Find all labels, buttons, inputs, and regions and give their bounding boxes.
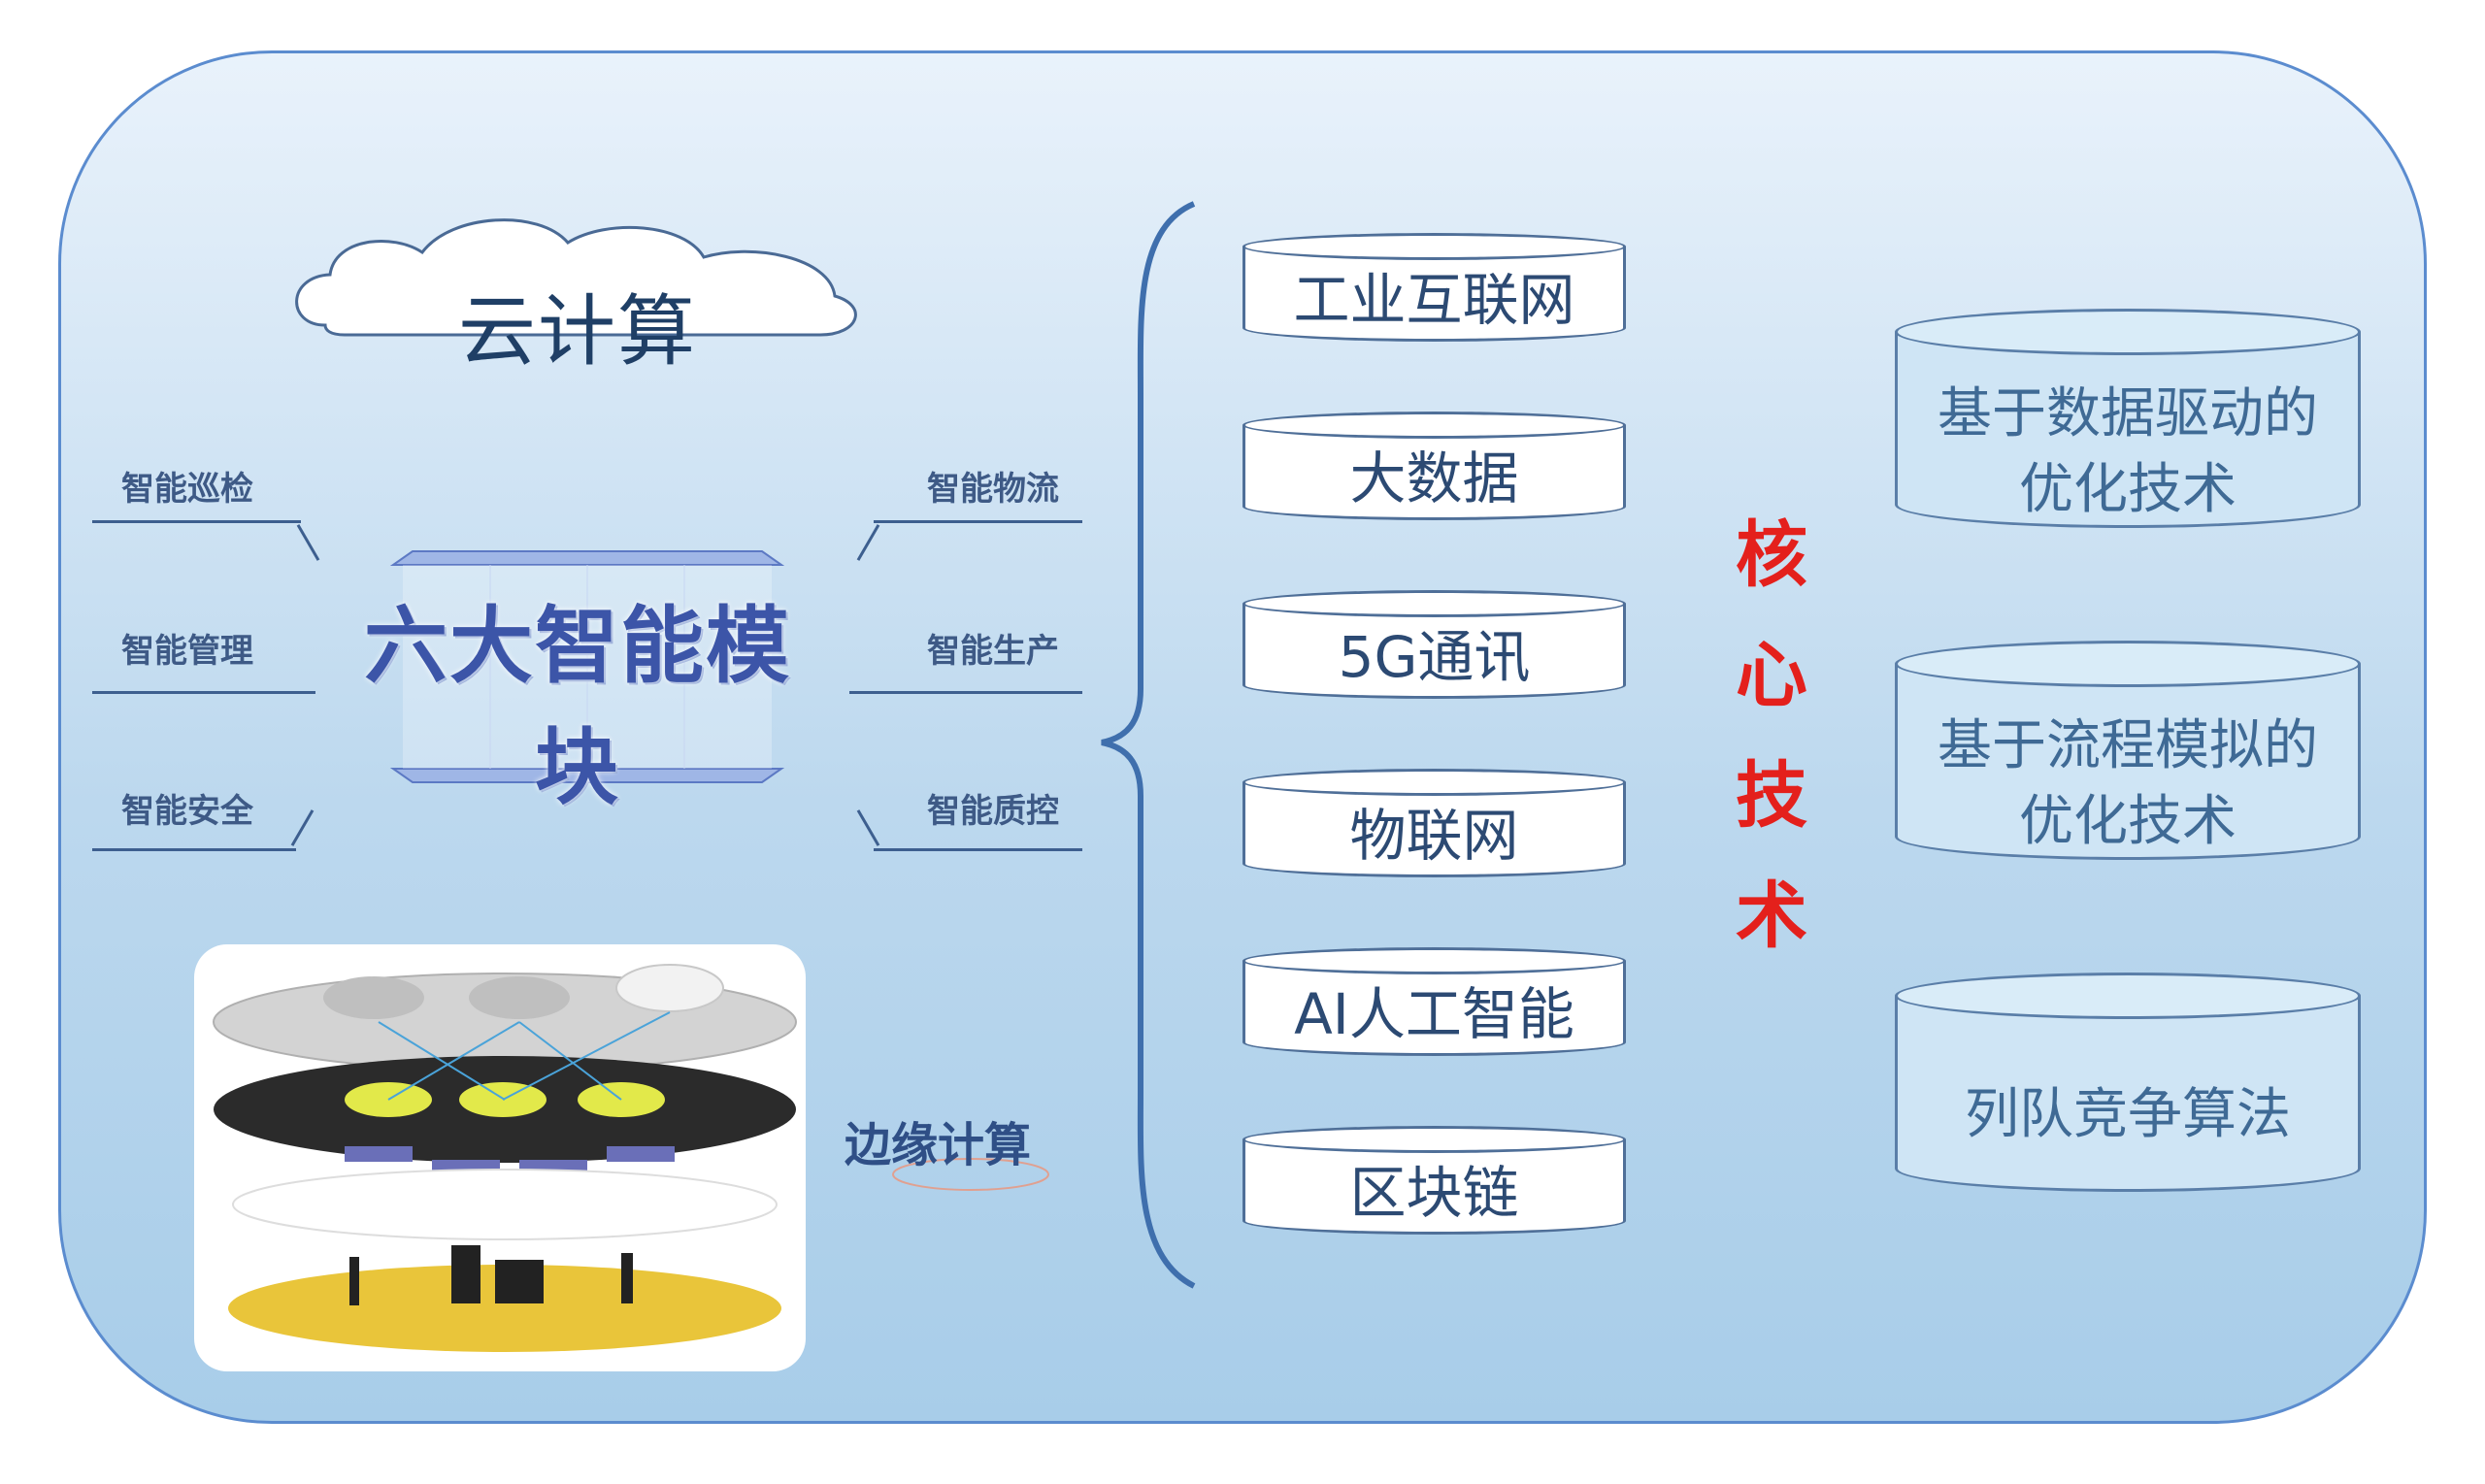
module-label-left-1: 智能巡检 [121, 470, 253, 509]
technique-item: 基于流程模拟的 优化技术 [1895, 641, 2361, 860]
tech-item: AI人工智能 [1242, 947, 1626, 1056]
technique-line1: 基于流程模拟的 [1938, 714, 2318, 777]
cloud-computing-group: 云计算 [286, 209, 869, 377]
tech-label: 区块链 [1349, 1160, 1519, 1226]
module-line [849, 691, 1082, 694]
technique-line1: 列队竞争算法 [1965, 1083, 2291, 1146]
module-label-right-3: 智能质控 [927, 792, 1059, 831]
module-label-right-2: 智能生产 [927, 632, 1059, 671]
technique-line1: 基于数据驱动的 [1938, 382, 2318, 445]
core-tech-char: 技 [1736, 754, 1807, 838]
tech-label: AI人工智能 [1294, 981, 1574, 1047]
module-line [92, 520, 301, 523]
core-tech-char: 心 [1736, 634, 1807, 717]
core-tech-label: 核 心 技 术 [1718, 495, 1825, 976]
module-line [874, 520, 1082, 523]
technique-item: 列队竞争算法 [1895, 973, 2361, 1192]
module-line [92, 848, 296, 851]
tech-label: 工业互联网 [1293, 267, 1575, 333]
edge-computing-image [194, 944, 806, 1371]
technique-item: 基于数据驱动的 优化技术 [1895, 309, 2361, 528]
six-modules-title: 六大智能模块 [364, 598, 791, 816]
module-line [874, 848, 1082, 851]
tech-label: 大数据 [1349, 445, 1519, 511]
technique-line2: 优化技术 [2019, 790, 2236, 853]
tech-item: 工业互联网 [1242, 233, 1626, 342]
glass-block-graphic [389, 550, 785, 783]
module-line [92, 691, 315, 694]
edge-ring-graphic [892, 1158, 1049, 1191]
core-tech-char: 术 [1736, 874, 1807, 958]
module-label-right-1: 智能物流 [927, 470, 1059, 509]
tech-item: 5G通讯 [1242, 590, 1626, 699]
edge-computing-label: 边缘计算 [845, 1118, 1032, 1172]
core-tech-char: 核 [1736, 513, 1807, 597]
module-label-left-3: 智能安全 [121, 792, 253, 831]
cloud-computing-label: 云计算 [458, 286, 697, 377]
technique-line2: 优化技术 [2019, 458, 2236, 521]
module-label-left-2: 智能管理 [121, 632, 253, 671]
edge-layers-graphic [213, 964, 797, 1352]
tech-item: 大数据 [1242, 412, 1626, 520]
brace-graphic [1101, 201, 1196, 1289]
tech-label: 5G通讯 [1338, 624, 1531, 690]
tech-item: 区块链 [1242, 1126, 1626, 1235]
cloud-shape [295, 218, 857, 337]
tech-item: 物联网 [1242, 769, 1626, 877]
tech-label: 物联网 [1349, 803, 1519, 869]
